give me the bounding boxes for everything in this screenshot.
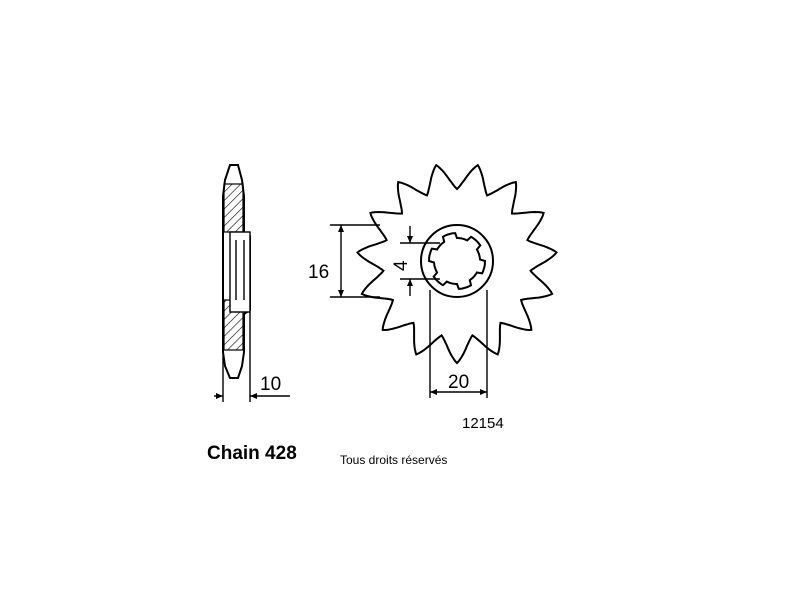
chain-label: Chain 428: [207, 443, 297, 464]
width-dim-label: 10: [260, 374, 281, 395]
side-view: 10: [214, 164, 290, 402]
splined-bore: [427, 232, 487, 290]
hub-circle: [420, 224, 494, 298]
height-dim-label: 16: [308, 262, 329, 283]
part-number: 12154: [462, 415, 504, 432]
bore-dim-label: 20: [448, 372, 469, 393]
side-view-hatch-top: [223, 183, 244, 233]
rights-notice: Tous droits réservés: [340, 453, 447, 467]
front-view: 16 4 20: [308, 163, 558, 398]
side-view-hub: [229, 231, 251, 313]
sprocket-gear-outline: [356, 163, 558, 365]
keyway-dim-label: 4: [391, 260, 412, 271]
